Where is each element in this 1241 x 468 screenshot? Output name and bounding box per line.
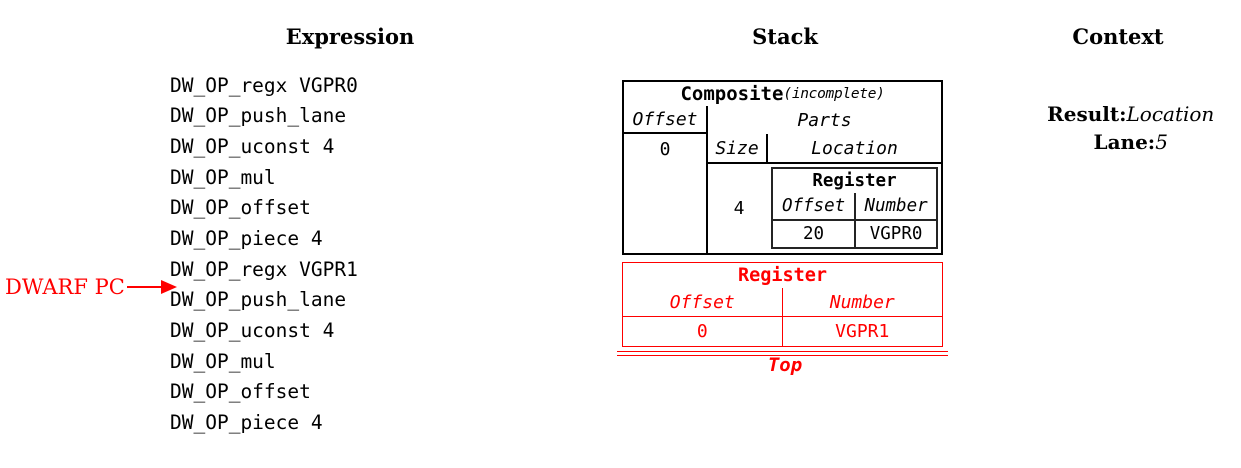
stack-composite-entry: Composite(incomplete) Offset 0 Parts Siz…	[622, 80, 943, 255]
dwarf-pc-arrow-line	[126, 286, 161, 288]
nested-register-header-row: Offset Number	[773, 193, 936, 221]
composite-size-value: 4	[733, 198, 745, 219]
dwarf-pc-marker: DWARF PC	[5, 274, 177, 300]
top-register-offset-header: Offset	[623, 288, 783, 316]
expression-column-header: Expression	[285, 24, 415, 49]
expression-op: DW_OP_regx VGPR0	[170, 73, 358, 97]
top-register-number-header: Number	[829, 291, 895, 313]
nested-register-number-value: VGPR0	[869, 224, 923, 244]
composite-size-header: Size	[708, 134, 768, 162]
top-register-offset-value: 0	[623, 317, 783, 346]
expression-op: DW_OP_uconst 4	[170, 135, 335, 159]
expression-op: DW_OP_mul	[170, 165, 276, 189]
nested-register-title: Register	[812, 171, 897, 191]
composite-offset-header: Offset	[624, 106, 706, 134]
context-result-value: Location	[1126, 102, 1215, 126]
context-column-header: Context	[1072, 24, 1164, 49]
context-result-label: Result:	[1047, 102, 1127, 126]
expression-op: DW_OP_offset	[170, 196, 311, 220]
composite-offset-column: Offset 0	[624, 106, 708, 253]
expression-op-list: DW_OP_regx VGPR0 DW_OP_push_lane DW_OP_u…	[170, 70, 358, 438]
expression-op: DW_OP_piece 4	[170, 227, 323, 251]
context-lane-line: Lane:5	[998, 106, 1238, 178]
stack-top-label: Top	[767, 354, 803, 376]
expression-op: DW_OP_mul	[170, 349, 276, 373]
expression-op: DW_OP_push_lane	[170, 104, 347, 128]
context-lane-value: 5	[1155, 130, 1168, 154]
nested-register-offset-value: 20	[773, 221, 857, 247]
composite-body: Offset 0 Parts Size Location 4 Register …	[624, 106, 941, 253]
top-register-value-row: 0 VGPR1	[623, 317, 942, 346]
stack-column-header: Stack	[752, 24, 818, 49]
top-register-header-row: Offset Number	[623, 288, 942, 317]
composite-incomplete-tag: (incomplete)	[783, 86, 885, 102]
stack-top-register-entry: Register Offset Number 0 VGPR1	[622, 262, 943, 347]
nested-register-box: Register Offset Number 20 VGPR0	[771, 167, 938, 249]
composite-title: Composite(incomplete)	[624, 82, 941, 106]
composite-parts-column: Parts Size Location 4 Register Offset Nu…	[708, 106, 941, 253]
stack-top-divider	[617, 351, 948, 356]
top-register-number-value: VGPR1	[835, 321, 890, 342]
composite-parts-subheader-row: Size Location	[708, 134, 941, 164]
nested-register-number-header: Number	[864, 196, 928, 216]
top-register-title: Register	[737, 265, 828, 286]
composite-title-text: Composite	[680, 83, 784, 105]
context-lane-label: Lane:	[1093, 130, 1156, 154]
nested-register-offset-header: Offset	[773, 193, 857, 219]
context-result-line: Result:Location	[998, 78, 1238, 150]
composite-parts-header: Parts	[797, 109, 852, 131]
expression-op: DW_OP_offset	[170, 380, 311, 404]
nested-register-value-row: 20 VGPR0	[773, 221, 936, 247]
composite-location-header: Location	[811, 137, 898, 159]
composite-part-row: 4 Register Offset Number 20 VGPR0	[708, 164, 941, 253]
dwarf-pc-label: DWARF PC	[5, 275, 125, 299]
expression-op: DW_OP_regx VGPR1	[170, 257, 358, 281]
composite-location-cell: Register Offset Number 20 VGPR0	[770, 164, 941, 253]
composite-offset-value: 0	[659, 138, 671, 160]
dwarf-pc-arrow-icon	[160, 280, 177, 294]
expression-op: DW_OP_piece 4	[170, 410, 323, 434]
expression-op: DW_OP_push_lane	[170, 288, 347, 312]
expression-op: DW_OP_uconst 4	[170, 318, 335, 342]
